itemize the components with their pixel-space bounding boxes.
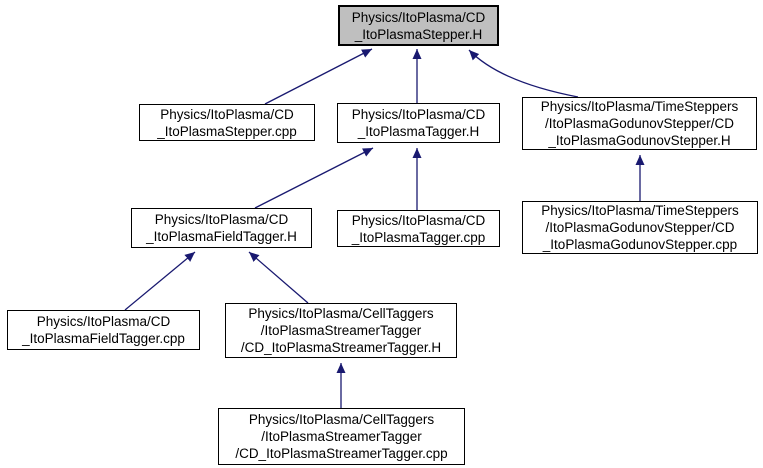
node-cd-itoplasmastreamertagger-cpp[interactable]: Physics/ItoPlasma/CellTaggers /ItoPlasma… — [218, 408, 465, 465]
node-label-line: Physics/ItoPlasma/CellTaggers — [248, 306, 434, 321]
node-cd-itoplasmastreamertagger-h[interactable]: Physics/ItoPlasma/CellTaggers /ItoPlasma… — [225, 303, 457, 358]
node-label-line: _ItoPlasmaTagger.H — [357, 124, 480, 139]
node-label-line: /ItoPlasmaStreamerTagger — [260, 323, 422, 338]
node-label-line: _ItoPlasmaTagger.cpp — [351, 229, 486, 245]
node-cd-itoplasmagodunovstepper-h[interactable]: Physics/ItoPlasma/TimeSteppers /ItoPlasm… — [522, 97, 757, 150]
node-label-line: Physics/ItoPlasma/TimeSteppers — [540, 99, 739, 114]
node-cd-itoplasmafieldtagger-h[interactable]: Physics/ItoPlasma/CD _ItoPlasmaFieldTagg… — [131, 208, 312, 248]
node-label-line: /CD_ItoPlasmaStreamerTagger.cpp — [235, 446, 448, 461]
node-cd-itoplasmastepper-cpp[interactable]: Physics/ItoPlasma/CD _ItoPlasmaStepper.c… — [139, 104, 315, 141]
node-label-line: /ItoPlasmaStreamerTagger — [261, 429, 422, 444]
node-label-line: _ItoPlasmaStepper.cpp — [157, 123, 297, 139]
node-label-line: Physics/ItoPlasma/CD — [351, 107, 486, 122]
node-label-line: _ItoPlasmaFieldTagger.H — [146, 229, 297, 244]
edge-godunov_h-to-stepper_h — [468, 49, 579, 98]
edge-streamer_h-to-fieldtagger_h — [248, 251, 309, 304]
edge-fieldtagger_cpp-to-fieldtagger_h — [124, 251, 196, 311]
node-label-line: _ItoPlasmaGodunovStepper.H — [548, 133, 731, 148]
node-cd-itoplasmastepper-h[interactable]: Physics/ItoPlasma/CD _ItoPlasmaStepper.H — [338, 5, 499, 46]
node-label-line: Physics/ItoPlasma/CD — [351, 212, 486, 228]
node-cd-itoplasmagodunovstepper-cpp[interactable]: Physics/ItoPlasma/TimeSteppers /ItoPlasm… — [522, 201, 758, 254]
edge-stepper_cpp-to-stepper_h — [264, 48, 373, 105]
node-label-line: /CD_ItoPlasmaStreamerTagger.H — [240, 340, 442, 355]
node-label-line: Physics/ItoPlasma/CD — [154, 212, 289, 227]
edge-fieldtagger_h-to-tagger_h — [254, 147, 374, 209]
node-cd-itoplasmatagger-cpp[interactable]: Physics/ItoPlasma/CD _ItoPlasmaTagger.cp… — [337, 210, 500, 247]
node-label-line: Physics/ItoPlasma/TimeSteppers — [541, 203, 739, 218]
node-label-line: _ItoPlasmaGodunovStepper.cpp — [542, 237, 738, 252]
node-cd-itoplasmatagger-h[interactable]: Physics/ItoPlasma/CD _ItoPlasmaTagger.H — [337, 103, 500, 143]
node-label-line: Physics/ItoPlasma/CellTaggers — [248, 412, 435, 427]
node-label-line: /ItoPlasmaGodunovStepper/CD — [544, 116, 735, 131]
node-label-line: /ItoPlasmaGodunovStepper/CD — [545, 220, 735, 235]
node-label-line: Physics/ItoPlasma/CD — [36, 314, 171, 329]
node-cd-itoplasmafieldtagger-cpp[interactable]: Physics/ItoPlasma/CD _ItoPlasmaFieldTagg… — [7, 310, 200, 350]
node-label-line: _ItoPlasmaFieldTagger.cpp — [22, 331, 185, 346]
node-label-line: Physics/ItoPlasma/CD — [351, 9, 486, 25]
node-label-line: Physics/ItoPlasma/CD — [160, 106, 294, 122]
node-label-line: _ItoPlasmaStepper.H — [354, 26, 483, 42]
